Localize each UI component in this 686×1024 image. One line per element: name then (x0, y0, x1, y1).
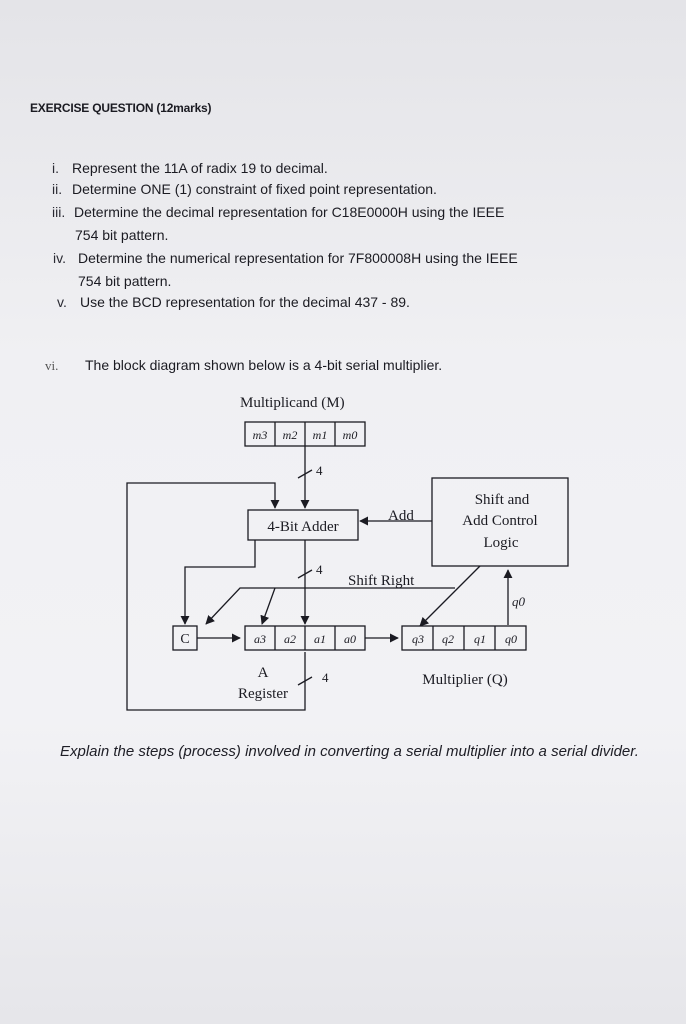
carry-arrow (180, 540, 256, 625)
a-register-label-line2: Register (238, 686, 288, 702)
shift-right-to-q-arrow (419, 565, 481, 627)
question-text: Use the BCD representation for the decim… (80, 294, 410, 310)
carry-label: C (180, 632, 189, 647)
shift-right-to-c-arrow (205, 587, 455, 625)
adder-box (247, 509, 359, 541)
m0-cell: m0 (343, 428, 358, 442)
a-register-bus-width-label: 4 (322, 670, 329, 685)
m1-cell: m1 (313, 428, 328, 442)
question-number: iii. (52, 204, 66, 220)
question-text-continued: 754 bit pattern. (75, 227, 169, 243)
control-label-line1: Shift and (475, 492, 530, 508)
a1-cell: a1 (314, 632, 326, 646)
m2-cell: m2 (283, 428, 298, 442)
m3-cell: m3 (253, 428, 268, 442)
control-logic-box (431, 477, 569, 567)
adder-bus-width-label: 4 (316, 562, 323, 577)
feedback-loop-arrow (126, 482, 306, 711)
question-text: Determine the decimal representation for… (74, 204, 505, 220)
question-text: Represent the 11A of radix 19 to decimal… (72, 160, 328, 176)
question-number: iv. (53, 250, 66, 266)
question-number: ii. (52, 181, 63, 197)
multiplier-label: Multiplier (Q) (422, 672, 507, 688)
q0-feedback-label: q0 (512, 594, 526, 609)
question-text-continued: 754 bit pattern. (78, 273, 172, 289)
question-number: i. (52, 160, 59, 176)
a0-cell: a0 (344, 632, 356, 646)
explain-question-text: Explain the steps (process) involved in … (60, 743, 639, 760)
add-signal-label: Add (388, 508, 414, 524)
question-text: The block diagram shown below is a 4-bit… (85, 357, 443, 373)
shift-right-to-a-arrow (260, 587, 276, 625)
control-label-line3: Logic (484, 535, 519, 551)
question-text: Determine the numerical representation f… (78, 250, 518, 266)
question-text: Determine ONE (1) constraint of fixed po… (72, 181, 437, 197)
multiplicand-label: Multiplicand (M) (240, 395, 345, 411)
control-label-line2: Add Control (462, 513, 537, 529)
q1-cell: q1 (474, 632, 486, 646)
q0-cell: q0 (505, 632, 517, 646)
m-bus-width-label: 4 (316, 463, 323, 478)
adder-label: 4-Bit Adder (267, 519, 338, 535)
question-number: v. (57, 294, 67, 310)
a-register-label-line1: A (258, 665, 269, 681)
question-number: vi. (45, 358, 59, 373)
shift-right-label: Shift Right (348, 573, 415, 589)
a2-cell: a2 (284, 632, 296, 646)
exercise-heading: EXERCISE QUESTION (12marks) (30, 101, 212, 115)
a3-cell: a3 (254, 632, 266, 646)
q2-cell: q2 (442, 632, 454, 646)
q3-cell: q3 (412, 632, 424, 646)
